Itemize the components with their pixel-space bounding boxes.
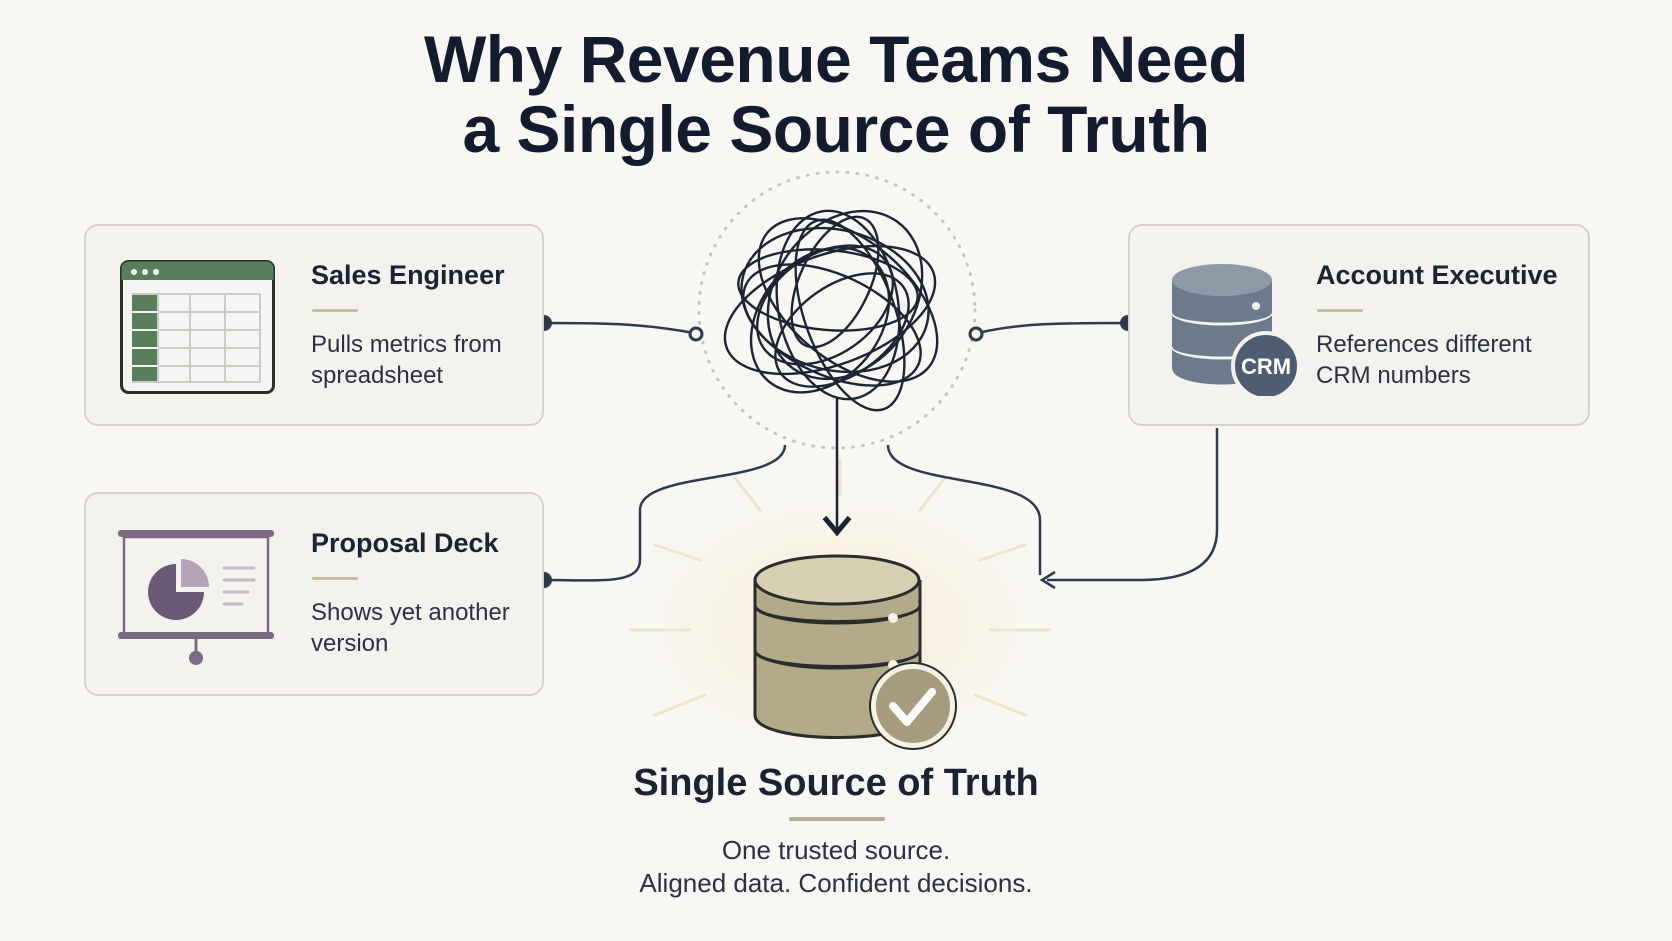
page-title: Why Revenue Teams Need a Single Source o…	[0, 24, 1672, 164]
card-description: References different CRM numbers	[1316, 331, 1532, 389]
tangle-dotted-ring	[697, 170, 977, 450]
glow-rays	[628, 458, 1052, 717]
single-source-divider	[789, 817, 885, 821]
card-description: Pulls metrics from spreadsheet	[311, 331, 502, 389]
card-divider	[312, 309, 358, 312]
title-line-1: Why Revenue Teams Need	[423, 22, 1249, 96]
caption-line-1: One trusted source.	[721, 835, 951, 865]
single-source-caption: One trusted source. Aligned data. Confid…	[536, 834, 1136, 900]
card-description: Shows yet another version	[311, 599, 510, 657]
card-title: Sales Engineer	[311, 260, 505, 290]
caption-line-2: Aligned data. Confident decisions.	[639, 868, 1033, 898]
card-title: Proposal Deck	[311, 528, 499, 558]
connector-tangle-right	[886, 444, 1042, 575]
presentation-icon	[118, 530, 274, 665]
connector-account-down	[1039, 428, 1219, 590]
card-divider	[312, 577, 358, 580]
connector-sales-engineer	[536, 315, 704, 342]
card-account-executive: CRM Account Executive References differe…	[1128, 224, 1590, 426]
crm-badge-text: CRM	[1241, 354, 1291, 379]
spreadsheet-icon	[120, 260, 275, 394]
single-source-title: Single Source of Truth	[633, 762, 1039, 804]
card-sales-engineer: Sales Engineer Pulls metrics from spread…	[84, 224, 544, 426]
card-proposal-deck: Proposal Deck Shows yet another version	[84, 492, 544, 696]
title-line-2: a Single Source of Truth	[462, 92, 1210, 166]
card-title: Account Executive	[1316, 260, 1558, 290]
crm-database-icon: CRM	[1170, 264, 1301, 396]
connector-account-executive	[968, 315, 1136, 342]
tangled-lines-icon	[723, 209, 939, 412]
database-check-icon	[753, 554, 957, 750]
card-divider	[1317, 309, 1363, 312]
